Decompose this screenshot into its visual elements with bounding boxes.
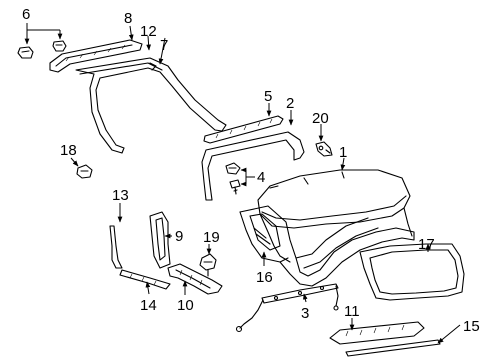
callout-3: 3	[301, 305, 309, 322]
callout-12: 12	[140, 23, 157, 40]
header-weatherstrip-part	[49, 39, 143, 73]
retainer-clip-part	[76, 164, 93, 179]
leader-lines	[24, 23, 461, 344]
clip-and-screw-part	[225, 162, 241, 195]
callout-15: 15	[463, 318, 480, 335]
callout-14: 14	[140, 297, 157, 314]
rail-weatherstrip-part	[203, 115, 284, 144]
rear-strip-part	[345, 339, 441, 357]
callout-16: 16	[256, 269, 273, 286]
callout-5: 5	[264, 88, 272, 105]
pillar-trim-part	[149, 211, 171, 269]
rear-header-seal-part	[329, 321, 425, 345]
callout-11: 11	[344, 303, 360, 320]
callout-18: 18	[60, 142, 77, 159]
callout-8: 8	[124, 10, 132, 27]
callout-17: 17	[418, 236, 435, 253]
bracket-part	[315, 141, 333, 157]
callout-10: 10	[177, 297, 194, 314]
pillar-seal-part	[109, 225, 123, 269]
callout-9: 9	[175, 228, 183, 245]
callout-2: 2	[286, 95, 294, 112]
callout-1: 1	[339, 144, 347, 161]
side-weatherstrip-part	[75, 57, 227, 154]
soft-top-cover-part	[257, 169, 413, 263]
callout-7: 7	[160, 37, 168, 54]
top-frame-assembly-part	[239, 205, 415, 287]
callout-6: 6	[22, 6, 30, 23]
callout-13: 13	[112, 187, 129, 204]
callout-20: 20	[312, 110, 329, 127]
callout-4: 4	[257, 169, 265, 186]
clip-pair-part	[17, 40, 67, 59]
rear-window-part	[359, 243, 465, 301]
callout-19: 19	[203, 229, 220, 246]
lower-strip-part	[119, 269, 171, 290]
channel-seal-part	[167, 263, 223, 295]
callout-labels: 6 8 12 7 5 2 20 1 18 4 13 9 19 17 16 14 …	[22, 6, 480, 335]
tension-cable-part	[235, 283, 339, 333]
latch-clip-part	[199, 253, 217, 277]
door-frame-seal-part	[201, 131, 305, 201]
